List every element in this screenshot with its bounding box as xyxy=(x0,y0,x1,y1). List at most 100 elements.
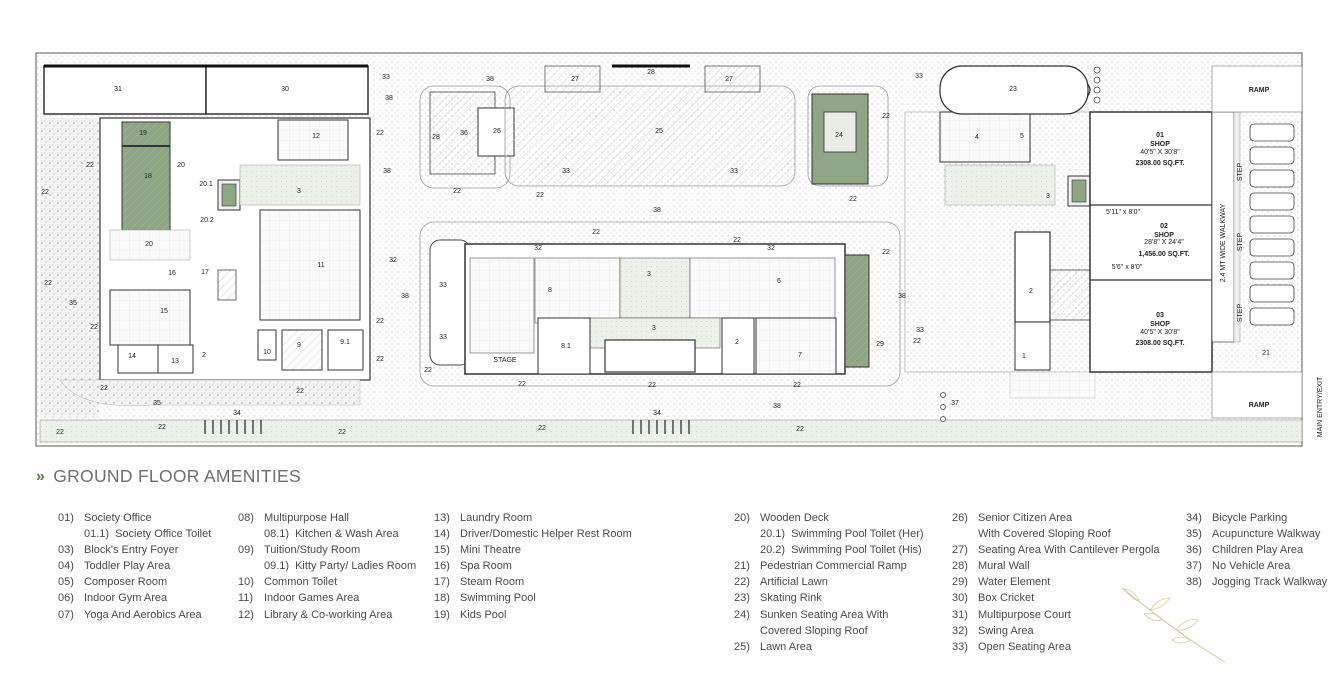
legend-item-number: 04) xyxy=(58,560,74,573)
label-38: 38 xyxy=(401,293,409,300)
legend-item-label: Multipurpose Hall xyxy=(264,512,349,524)
label-33: 33 xyxy=(915,73,923,80)
legend-item-label: Box Cricket xyxy=(978,592,1035,605)
label-17: 17 xyxy=(201,269,209,276)
label-36: 36 xyxy=(460,130,468,137)
label-22: 22 xyxy=(453,188,461,195)
legend-item: 29)Water Element xyxy=(952,574,1160,590)
label-31: 31 xyxy=(114,86,122,93)
chevron-right-icon: » xyxy=(36,467,46,485)
label-24: 24 xyxy=(835,132,843,139)
legend-item-number: 27) xyxy=(952,544,968,557)
small-dim-label: 5'11" x 8'0" xyxy=(1106,209,1140,216)
shop-02: 02 SHOP 28'8" X 24'4" 1,456.00 SQ.FT. xyxy=(1139,223,1190,258)
swimming-pool xyxy=(121,121,171,233)
legend-item-label: Open Seating Area xyxy=(978,640,1071,653)
label-37: 37 xyxy=(951,400,959,407)
legend-item-label: Mini Theatre xyxy=(460,544,521,557)
legend-item: 01)Society Office xyxy=(58,510,211,526)
legend-item: 09.1)Kitty Party/ Ladies Room xyxy=(238,558,416,574)
legend-item-number: 14) xyxy=(434,528,450,541)
step-label: STEP xyxy=(1237,163,1244,182)
label-28: 28 xyxy=(647,69,655,76)
legend-item-number: 20.1) xyxy=(760,528,786,541)
legend-item: 15) Mini Theatre xyxy=(434,542,632,558)
legend-item-number: 23) xyxy=(734,592,750,605)
label-13: 13 xyxy=(171,358,179,365)
label-38: 38 xyxy=(653,207,661,214)
step-label: STEP xyxy=(1237,304,1244,323)
water-element xyxy=(844,254,870,368)
legend-item-label: No Vehicle Area xyxy=(1212,560,1291,573)
multipurpose-court xyxy=(43,65,207,115)
svg-text:SHOP: SHOP xyxy=(1150,321,1170,328)
label-22: 22 xyxy=(100,385,108,392)
legend-item: 25) Lawn Area xyxy=(734,639,924,655)
label-33: 33 xyxy=(439,282,447,289)
legend-item: 08.1)Kitchen & Wash Area xyxy=(238,526,416,542)
legend-item-label: Kitchen & Wash Area xyxy=(295,528,399,541)
legend-item-number: 08) xyxy=(238,512,254,524)
label-6: 6 xyxy=(777,278,781,285)
legend-item: 10)Common Toilet xyxy=(238,574,416,590)
legend-item-label: Yoga And Aerobics Area xyxy=(84,608,202,621)
legend-item: 21)Pedestrian Commercial Ramp xyxy=(734,558,924,574)
label-19: 19 xyxy=(139,130,147,137)
label-14: 14 xyxy=(128,353,136,360)
legend-item-number: 07) xyxy=(58,608,74,621)
label-18: 18 xyxy=(144,173,152,180)
acupuncture-walkway-left xyxy=(40,118,100,418)
label-12: 12 xyxy=(312,133,320,140)
legend-item: 03)Block's Entry Foyer xyxy=(58,542,211,558)
legend-item: 12)Library & Co-working Area xyxy=(238,607,416,623)
label-38: 38 xyxy=(898,293,906,300)
label-9: 9 xyxy=(297,342,301,349)
ramp-label-bottom: RAMP xyxy=(1249,402,1270,409)
legend-item-label: Indoor Games Area xyxy=(264,592,360,605)
legend-item-label: Swimming Pool xyxy=(460,592,536,605)
label-38: 38 xyxy=(385,95,393,102)
leaf-sprig-icon xyxy=(1121,587,1226,663)
label-22: 22 xyxy=(296,388,304,395)
legend-item-label: Toddler Play Area xyxy=(84,560,171,573)
legend-item: 05)Composer Room xyxy=(58,574,211,590)
legend-item-label: Pedestrian Commercial Ramp xyxy=(760,560,907,573)
ground-floor-site-plan: 31 30 33 38 27 28 27 33 23 19 18 20 20.1… xyxy=(35,52,1324,447)
small-dim-label: 5'6" x 8'0" xyxy=(1112,264,1143,271)
multipurpose-hall-seating xyxy=(469,257,535,354)
legend-item-number: 16) xyxy=(434,560,450,573)
label-22: 22 xyxy=(376,318,384,325)
label-2: 2 xyxy=(202,352,206,359)
legend-item-number: 01) xyxy=(58,512,74,524)
label-21: 21 xyxy=(1262,350,1270,357)
label-38: 38 xyxy=(383,168,391,175)
legend-item: Covered Sloping Roof xyxy=(734,623,924,639)
label-23: 23 xyxy=(1009,86,1017,93)
legend-item-number: 18) xyxy=(434,592,450,605)
legend-item: 23)Skating Rink xyxy=(734,590,924,606)
legend-item-label: Children Play Area xyxy=(1212,544,1304,557)
label-7: 7 xyxy=(798,352,802,359)
label-22: 22 xyxy=(536,192,544,199)
shop-01: 01 SHOP 40'5" X 30'8" 2308.00 SQ.FT. xyxy=(1135,132,1184,167)
legend-item-number: 15) xyxy=(434,544,450,557)
indoor-games-area xyxy=(259,209,361,321)
label-22: 22 xyxy=(376,356,384,363)
legend-item-label: Lawn Area xyxy=(760,640,812,653)
legend-item-number: 12) xyxy=(238,608,254,621)
label-8-1: 8.1 xyxy=(561,343,571,350)
legend-item-label: Swimming Pool Toilet (His) xyxy=(791,544,922,557)
legend-item-number: 38) xyxy=(1186,576,1202,589)
label-22: 22 xyxy=(796,426,804,433)
legend-item-number: 24) xyxy=(734,608,750,621)
label-27: 27 xyxy=(725,76,733,83)
svg-text:1,456.00 SQ.FT.: 1,456.00 SQ.FT. xyxy=(1139,251,1190,258)
legend-item-label: Composer Room xyxy=(84,576,168,589)
legend-item-number: 25) xyxy=(734,640,750,653)
label-25: 25 xyxy=(655,128,663,135)
legend-item-label: Kitty Party/ Ladies Room xyxy=(295,560,417,573)
legend-column: 08) Multipurpose Hall 08.1)Kitchen & Wash … xyxy=(238,510,416,623)
legend-item: 26)Senior Citizen Area xyxy=(952,510,1160,526)
